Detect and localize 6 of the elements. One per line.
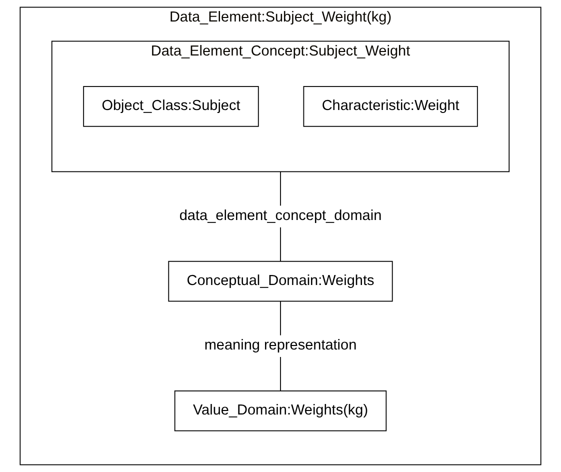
edge-label: data_element_concept_domain [179,208,382,224]
node-box: Object_Class:Subject [83,86,259,127]
edge-label: meaning representation [204,338,357,354]
node-box: Characteristic:Weight [303,86,478,127]
node-box: Conceptual_Domain:Weights [168,260,393,302]
node-box: Value_Domain:Weights(kg) [174,390,387,432]
